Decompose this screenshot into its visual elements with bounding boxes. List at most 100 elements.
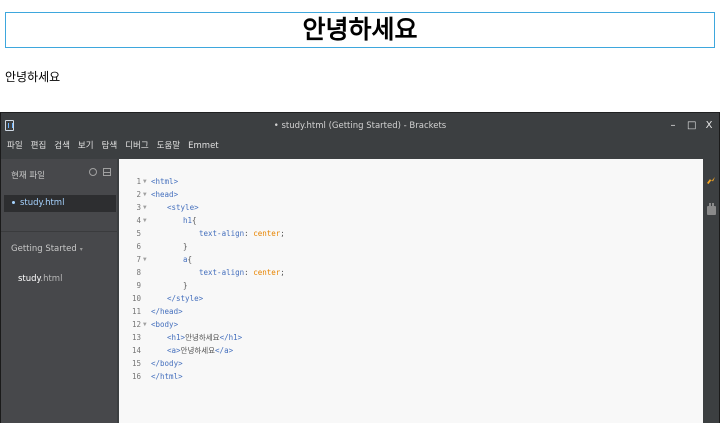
code-token: } bbox=[183, 242, 188, 251]
fold-arrow-icon[interactable]: ▼ bbox=[143, 204, 147, 211]
sidebar-divider bbox=[1, 231, 117, 232]
window-title: • study.html (Getting Started) - Bracket… bbox=[273, 121, 447, 131]
file-tree-item-name: study bbox=[18, 274, 41, 284]
code-text: <body> bbox=[151, 318, 178, 331]
menu-navigate[interactable]: 탐색 bbox=[101, 141, 118, 151]
sidebar: 현재 파일 study.html Getting Started▾ study.… bbox=[1, 159, 117, 423]
line-number: 14 bbox=[131, 346, 141, 355]
dirty-dot-icon bbox=[12, 201, 15, 204]
line-number: 6 bbox=[136, 242, 141, 251]
code-token: 안녕하세요 bbox=[180, 346, 216, 355]
line-number: 4 bbox=[136, 216, 141, 225]
line-number: 7 bbox=[136, 255, 141, 264]
line-number: 12 bbox=[131, 320, 141, 329]
code-token: ; bbox=[280, 229, 285, 238]
brackets-window: • study.html (Getting Started) - Bracket… bbox=[0, 112, 720, 423]
fold-arrow-icon[interactable]: ▼ bbox=[143, 321, 147, 328]
code-token: h1 bbox=[183, 216, 193, 225]
code-line[interactable]: 9} bbox=[119, 279, 703, 292]
code-text: </head> bbox=[151, 305, 183, 318]
code-token: <a> bbox=[167, 346, 181, 355]
code-line[interactable]: 2▼<head> bbox=[119, 188, 703, 201]
line-number: 16 bbox=[131, 372, 141, 381]
menu-debug[interactable]: 디버그 bbox=[125, 141, 149, 151]
window-controls: – □ X bbox=[669, 113, 713, 137]
line-number: 10 bbox=[131, 294, 141, 303]
code-line[interactable]: 16 </html> bbox=[119, 370, 703, 383]
code-line[interactable]: 13<h1>안녕하세요</h1> bbox=[119, 331, 703, 344]
file-tree-item-ext: .html bbox=[40, 274, 63, 284]
minimize-button[interactable]: – bbox=[670, 120, 676, 131]
fold-arrow-icon[interactable]: ▼ bbox=[143, 191, 147, 198]
line-number: 9 bbox=[136, 281, 141, 290]
code-token: <body> bbox=[151, 320, 179, 329]
code-token: ; bbox=[280, 268, 285, 277]
line-number: 11 bbox=[131, 307, 141, 316]
code-line[interactable]: 12▼ <body> bbox=[119, 318, 703, 331]
code-text: <head> bbox=[151, 188, 178, 201]
code-text: h1{ bbox=[151, 214, 197, 227]
maximize-button[interactable]: □ bbox=[687, 120, 697, 131]
lightning-bolt-icon[interactable] bbox=[706, 176, 717, 187]
line-number: 5 bbox=[136, 229, 141, 238]
working-files-header: 현재 파일 bbox=[11, 171, 45, 181]
code-token: center bbox=[253, 268, 281, 277]
project-name: Getting Started bbox=[11, 244, 77, 254]
menu-file[interactable]: 파일 bbox=[7, 141, 23, 151]
code-line[interactable]: 14 <a>안녕하세요</a> bbox=[119, 344, 703, 357]
code-line[interactable]: 5 text-align: center; bbox=[119, 227, 703, 240]
extension-manager-icon[interactable] bbox=[707, 203, 716, 215]
preview-link[interactable]: 안녕하세요 bbox=[5, 70, 61, 84]
menu-edit[interactable]: 편집 bbox=[30, 141, 47, 151]
code-text: text-align: center; bbox=[151, 227, 285, 240]
project-dropdown[interactable]: Getting Started▾ bbox=[11, 244, 83, 254]
brackets-app-icon bbox=[5, 120, 14, 131]
code-line[interactable]: 1▼ <html> bbox=[119, 175, 703, 188]
menu-view[interactable]: 보기 bbox=[77, 141, 94, 151]
code-line[interactable]: 11 </head> bbox=[119, 305, 703, 318]
close-button[interactable]: X bbox=[705, 120, 713, 131]
code-line[interactable]: 10 </style> bbox=[119, 292, 703, 305]
gear-icon[interactable] bbox=[89, 168, 97, 176]
working-file-name: study.html bbox=[20, 198, 65, 208]
code-token: <h1> bbox=[167, 333, 186, 342]
chevron-down-icon: ▾ bbox=[79, 246, 83, 253]
working-file-item[interactable]: study.html bbox=[4, 195, 116, 212]
code-text: <a>안녕하세요</a> bbox=[151, 344, 233, 357]
code-token: { bbox=[187, 255, 193, 264]
preview-heading: 안녕하세요 bbox=[5, 12, 715, 48]
line-number: 1 bbox=[136, 177, 141, 186]
menu-find[interactable]: 검색 bbox=[54, 141, 70, 151]
code-token: 안녕하세요 bbox=[185, 333, 220, 342]
code-text: </html> bbox=[151, 370, 183, 383]
fold-arrow-icon[interactable]: ▼ bbox=[143, 217, 147, 224]
code-token: </html> bbox=[151, 372, 183, 381]
fold-arrow-icon[interactable]: ▼ bbox=[143, 256, 147, 263]
live-preview-page: 안녕하세요 안녕하세요 bbox=[0, 0, 720, 112]
code-token: </h1> bbox=[219, 333, 243, 342]
code-token: text-align bbox=[199, 229, 245, 238]
code-text: </style> bbox=[151, 292, 203, 305]
code-line[interactable]: 3▼<style> bbox=[119, 201, 703, 214]
code-text: } bbox=[151, 240, 188, 253]
menu-help[interactable]: 도움말 bbox=[156, 141, 181, 151]
fold-arrow-icon[interactable]: ▼ bbox=[143, 178, 147, 185]
code-text: <html> bbox=[151, 175, 178, 188]
code-text: text-align: center; bbox=[151, 266, 285, 279]
split-view-icon[interactable] bbox=[103, 168, 111, 176]
code-token: : bbox=[244, 268, 254, 277]
title-bar[interactable]: • study.html (Getting Started) - Bracket… bbox=[1, 113, 719, 137]
code-token: </a> bbox=[215, 346, 234, 355]
code-line[interactable]: 4▼ h1{ bbox=[119, 214, 703, 227]
code-text: </body> bbox=[151, 357, 183, 370]
line-number: 15 bbox=[131, 359, 141, 368]
code-line[interactable]: 6} bbox=[119, 240, 703, 253]
code-line[interactable]: 15 </body> bbox=[119, 357, 703, 370]
menu-emmet[interactable]: Emmet bbox=[188, 141, 219, 151]
file-tree-item[interactable]: study.html bbox=[18, 274, 62, 284]
code-line[interactable]: 7▼ a{ bbox=[119, 253, 703, 266]
code-text: a{ bbox=[151, 253, 192, 266]
